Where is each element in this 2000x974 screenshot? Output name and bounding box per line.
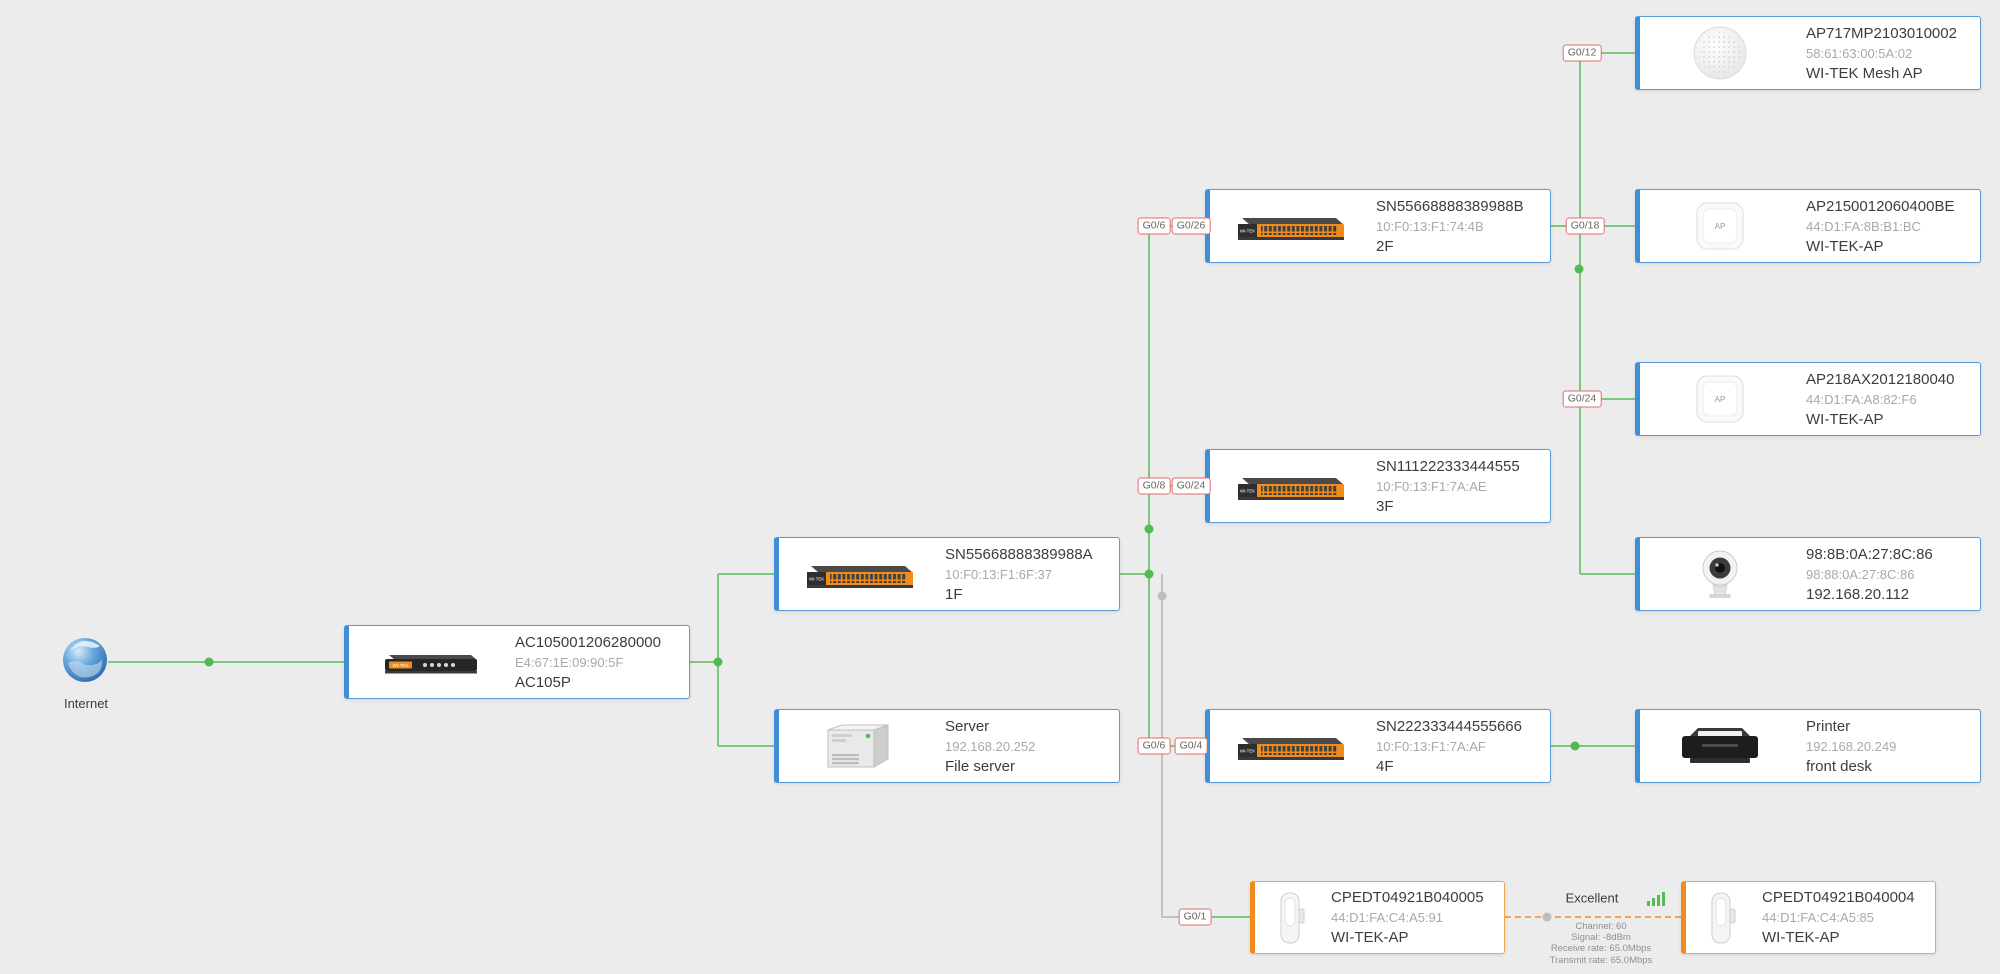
- internet-label: Internet: [63, 696, 109, 711]
- device-caption: 2F: [1376, 237, 1394, 255]
- device-mac: 44:D1:FA:C4:A5:85: [1762, 910, 1875, 925]
- server-icon: [785, 717, 933, 775]
- device-mac: 10:F0:13:F1:7A:AE: [1376, 478, 1487, 494]
- node-switch-3f[interactable]: WI-TEK SN111222333444555 10:F0:13:F1:7A:…: [1205, 449, 1551, 523]
- device-title: AC105001206280000: [515, 633, 661, 651]
- device-ip: 192.168.20.249: [1806, 738, 1897, 754]
- device-mac: E4:67:1E:09:90:5F: [515, 654, 624, 670]
- node-cpe-040005[interactable]: CPEDT04921B040005 44:D1:FA:C4:A5:91 WI-T…: [1250, 881, 1505, 954]
- svg-text:WI-TEK: WI-TEK: [809, 577, 824, 582]
- device-caption: 1F: [945, 585, 963, 603]
- svg-text:WI-TEK: WI-TEK: [1240, 229, 1255, 234]
- switch-icon: WI-TEK: [1216, 466, 1364, 506]
- svg-text:AP: AP: [1715, 395, 1726, 404]
- globe-icon: [61, 638, 109, 688]
- ap-icon: AP: [1646, 200, 1794, 252]
- device-mac: 44:D1:FA:A8:82:F6: [1806, 391, 1917, 407]
- port-badge-2f-g0-6: G0/6: [1137, 217, 1171, 235]
- node-mesh-ap[interactable]: AP717MP2103010002 58:61:63:00:5A:02 WI-T…: [1635, 16, 1981, 90]
- device-title: AP717MP2103010002: [1806, 24, 1957, 42]
- device-caption: 3F: [1376, 497, 1394, 515]
- device-mac: 98:88:0A:27:8C:86: [1806, 566, 1915, 582]
- svg-text:WI-TEK: WI-TEK: [392, 663, 409, 668]
- wireless-signal: Signal: -8dBm: [1571, 932, 1631, 944]
- device-caption: File server: [945, 757, 1016, 775]
- port-badge-g0-1: G0/1: [1178, 908, 1212, 926]
- device-title: AP2150012060400BE: [1806, 197, 1955, 215]
- device-title: SN111222333444555: [1376, 457, 1520, 475]
- svg-text:WI-TEK: WI-TEK: [1240, 489, 1255, 494]
- port-badge-2f-g0-26: G0/26: [1171, 217, 1211, 235]
- device-caption: WI-TEK-AP: [1331, 929, 1409, 946]
- wireless-transmit-rate: Transmit rate: 65.0Mbps: [1549, 954, 1653, 966]
- device-title: Printer: [1806, 717, 1851, 735]
- device-title: CPEDT04921B040004: [1762, 889, 1915, 906]
- node-camera[interactable]: 98:8B:0A:27:8C:86 98:88:0A:27:8C:86 192.…: [1635, 537, 1981, 611]
- switch-icon: WI-TEK: [1216, 726, 1364, 766]
- device-title: SN222333444555666: [1376, 717, 1522, 735]
- port-badge-g0-12: G0/12: [1562, 44, 1602, 62]
- device-title: 98:8B:0A:27:8C:86: [1806, 545, 1933, 563]
- svg-text:WI-TEK: WI-TEK: [1240, 749, 1255, 754]
- node-switch-2f[interactable]: WI-TEK SN55668888389988B 10:F0:13:F1:74:…: [1205, 189, 1551, 263]
- device-mac: 58:61:63:00:5A:02: [1806, 45, 1913, 61]
- wireless-link-rating: Excellent: [1565, 890, 1619, 906]
- device-caption: front desk: [1806, 757, 1872, 775]
- printer-icon: [1646, 720, 1794, 772]
- device-mac: 10:F0:13:F1:7A:AF: [1376, 738, 1486, 754]
- port-badge-4f-g0-6: G0/6: [1137, 737, 1171, 755]
- device-title: AP218AX2012180040: [1806, 370, 1955, 388]
- node-printer[interactable]: Printer 192.168.20.249 front desk: [1635, 709, 1981, 783]
- device-caption: WI-TEK Mesh AP: [1806, 64, 1923, 82]
- wireless-receive-rate: Receive rate: 65.0Mbps: [1550, 943, 1652, 955]
- mesh-ap-icon: [1646, 25, 1794, 81]
- node-cpe-040004[interactable]: CPEDT04921B040004 44:D1:FA:C4:A5:85 WI-T…: [1681, 881, 1936, 954]
- signal-bars-icon: [1646, 891, 1666, 912]
- port-badge-g0-24-right: G0/24: [1562, 390, 1602, 408]
- node-ap-2150[interactable]: AP AP2150012060400BE 44:D1:FA:8B:B1:BC W…: [1635, 189, 1981, 263]
- cpe-icon: [1261, 889, 1323, 947]
- device-caption: AC105P: [515, 673, 571, 691]
- port-badge-3f-g0-24: G0/24: [1171, 477, 1211, 495]
- device-caption: WI-TEK-AP: [1806, 237, 1884, 255]
- device-mac: 10:F0:13:F1:74:4B: [1376, 218, 1484, 234]
- router-icon: WI-TEK: [355, 645, 503, 679]
- device-mac: 44:D1:FA:C4:A5:91: [1331, 910, 1444, 925]
- port-badge-4f-g0-4: G0/4: [1174, 737, 1208, 755]
- wireless-channel: Channel: 60: [1575, 921, 1627, 932]
- device-caption: WI-TEK-AP: [1806, 410, 1884, 428]
- switch-icon: WI-TEK: [785, 554, 933, 594]
- node-server[interactable]: Server 192.168.20.252 File server: [774, 709, 1120, 783]
- device-title: SN55668888389988A: [945, 545, 1093, 563]
- cpe-icon: [1692, 889, 1754, 947]
- switch-icon: WI-TEK: [1216, 206, 1364, 246]
- node-ac-controller[interactable]: WI-TEK AC105001206280000 E4:67:1E:09:90:…: [344, 625, 690, 699]
- device-caption: WI-TEK-AP: [1762, 929, 1840, 946]
- port-badge-g0-18: G0/18: [1565, 217, 1605, 235]
- device-title: CPEDT04921B040005: [1331, 889, 1484, 906]
- device-mac: 44:D1:FA:8B:B1:BC: [1806, 218, 1921, 234]
- device-title: Server: [945, 717, 990, 735]
- device-ip: 192.168.20.112: [1806, 585, 1910, 603]
- device-ip: 192.168.20.252: [945, 738, 1036, 754]
- device-caption: 4F: [1376, 757, 1394, 775]
- node-switch-1f[interactable]: WI-TEK SN55668888389988A 10:F0:13:F1:6F:…: [774, 537, 1120, 611]
- svg-text:AP: AP: [1715, 222, 1726, 231]
- ap-icon: AP: [1646, 373, 1794, 425]
- port-badge-3f-g0-8: G0/8: [1137, 477, 1171, 495]
- node-ap-218ax[interactable]: AP AP218AX2012180040 44:D1:FA:A8:82:F6 W…: [1635, 362, 1981, 436]
- device-title: SN55668888389988B: [1376, 197, 1524, 215]
- camera-icon: [1646, 546, 1794, 602]
- device-mac: 10:F0:13:F1:6F:37: [945, 566, 1052, 582]
- wireless-link-details: Channel: 60 Signal: -8dBm Receive rate: …: [1550, 921, 1653, 966]
- node-switch-4f[interactable]: WI-TEK SN222333444555666 10:F0:13:F1:7A:…: [1205, 709, 1551, 783]
- internet-node[interactable]: [61, 636, 109, 689]
